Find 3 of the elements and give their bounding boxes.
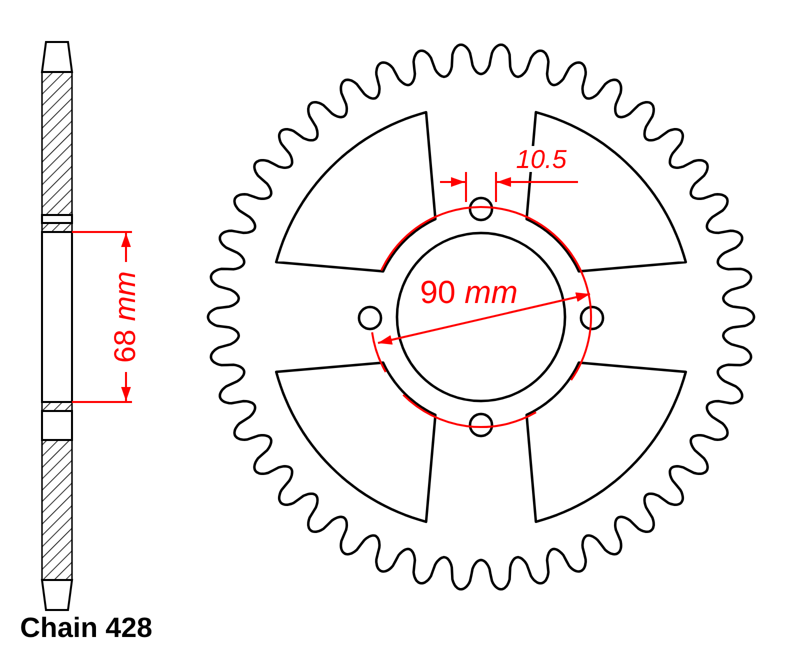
chain-size-text: Chain 428 bbox=[20, 614, 152, 642]
dimension-text: 90 mm bbox=[420, 276, 518, 308]
dimension-text: 10.5 bbox=[514, 146, 569, 172]
